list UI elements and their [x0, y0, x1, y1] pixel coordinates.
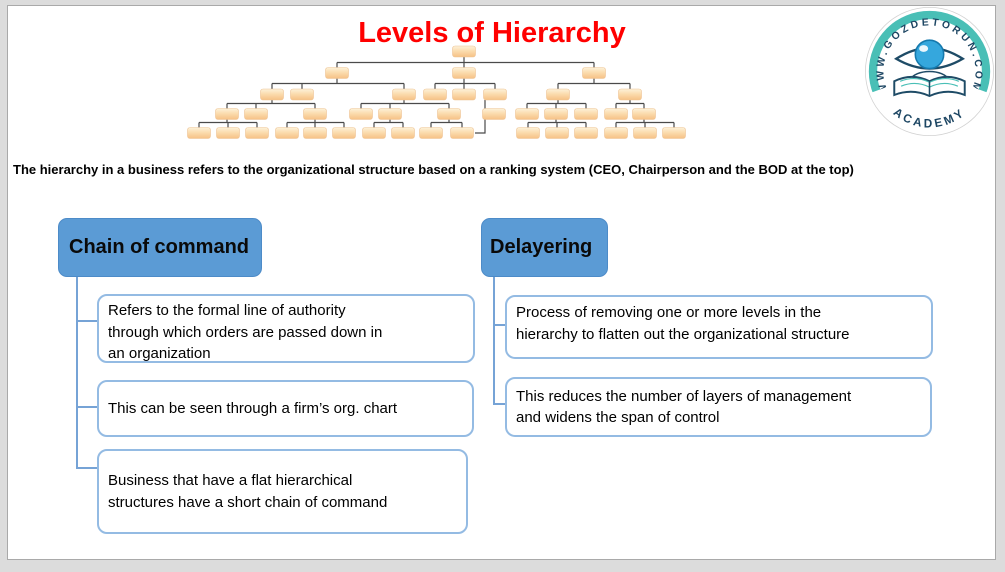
delayering-connector-stub-1: [493, 324, 505, 326]
eye-book-icon: [893, 39, 966, 98]
chain-connector-stub-1: [76, 320, 97, 322]
chain-connector-stub-3: [76, 467, 97, 469]
chain-item-1: Refers to the formal line of authority t…: [97, 294, 475, 363]
chain-of-command-header: Chain of command: [58, 218, 262, 277]
delayering-connector-vertical: [493, 277, 495, 405]
delayering-item-1: Process of removing one or more levels i…: [505, 295, 933, 359]
iris-highlight: [919, 45, 929, 52]
delayering-item-2: This reduces the number of layers of man…: [505, 377, 932, 437]
chain-item-3: Business that have a flat hierarchical s…: [97, 449, 468, 534]
book-page-lines: [899, 78, 960, 88]
logo-ribbon: [870, 86, 989, 135]
definition-text: The hierarchy in a business refers to th…: [13, 162, 854, 177]
delayering-header: Delayering: [481, 218, 608, 277]
delayering-connector-stub-2: [493, 403, 505, 405]
chain-item-2: This can be seen through a firm’s org. c…: [97, 380, 474, 437]
academy-logo: WWW.GOZDETORUN.COM ACADEMY: [865, 7, 994, 136]
slide-title: Levels of Hierarchy: [358, 17, 626, 49]
chain-connector-vertical: [76, 277, 78, 469]
iris-circle: [914, 39, 945, 70]
chain-connector-stub-2: [76, 406, 97, 408]
